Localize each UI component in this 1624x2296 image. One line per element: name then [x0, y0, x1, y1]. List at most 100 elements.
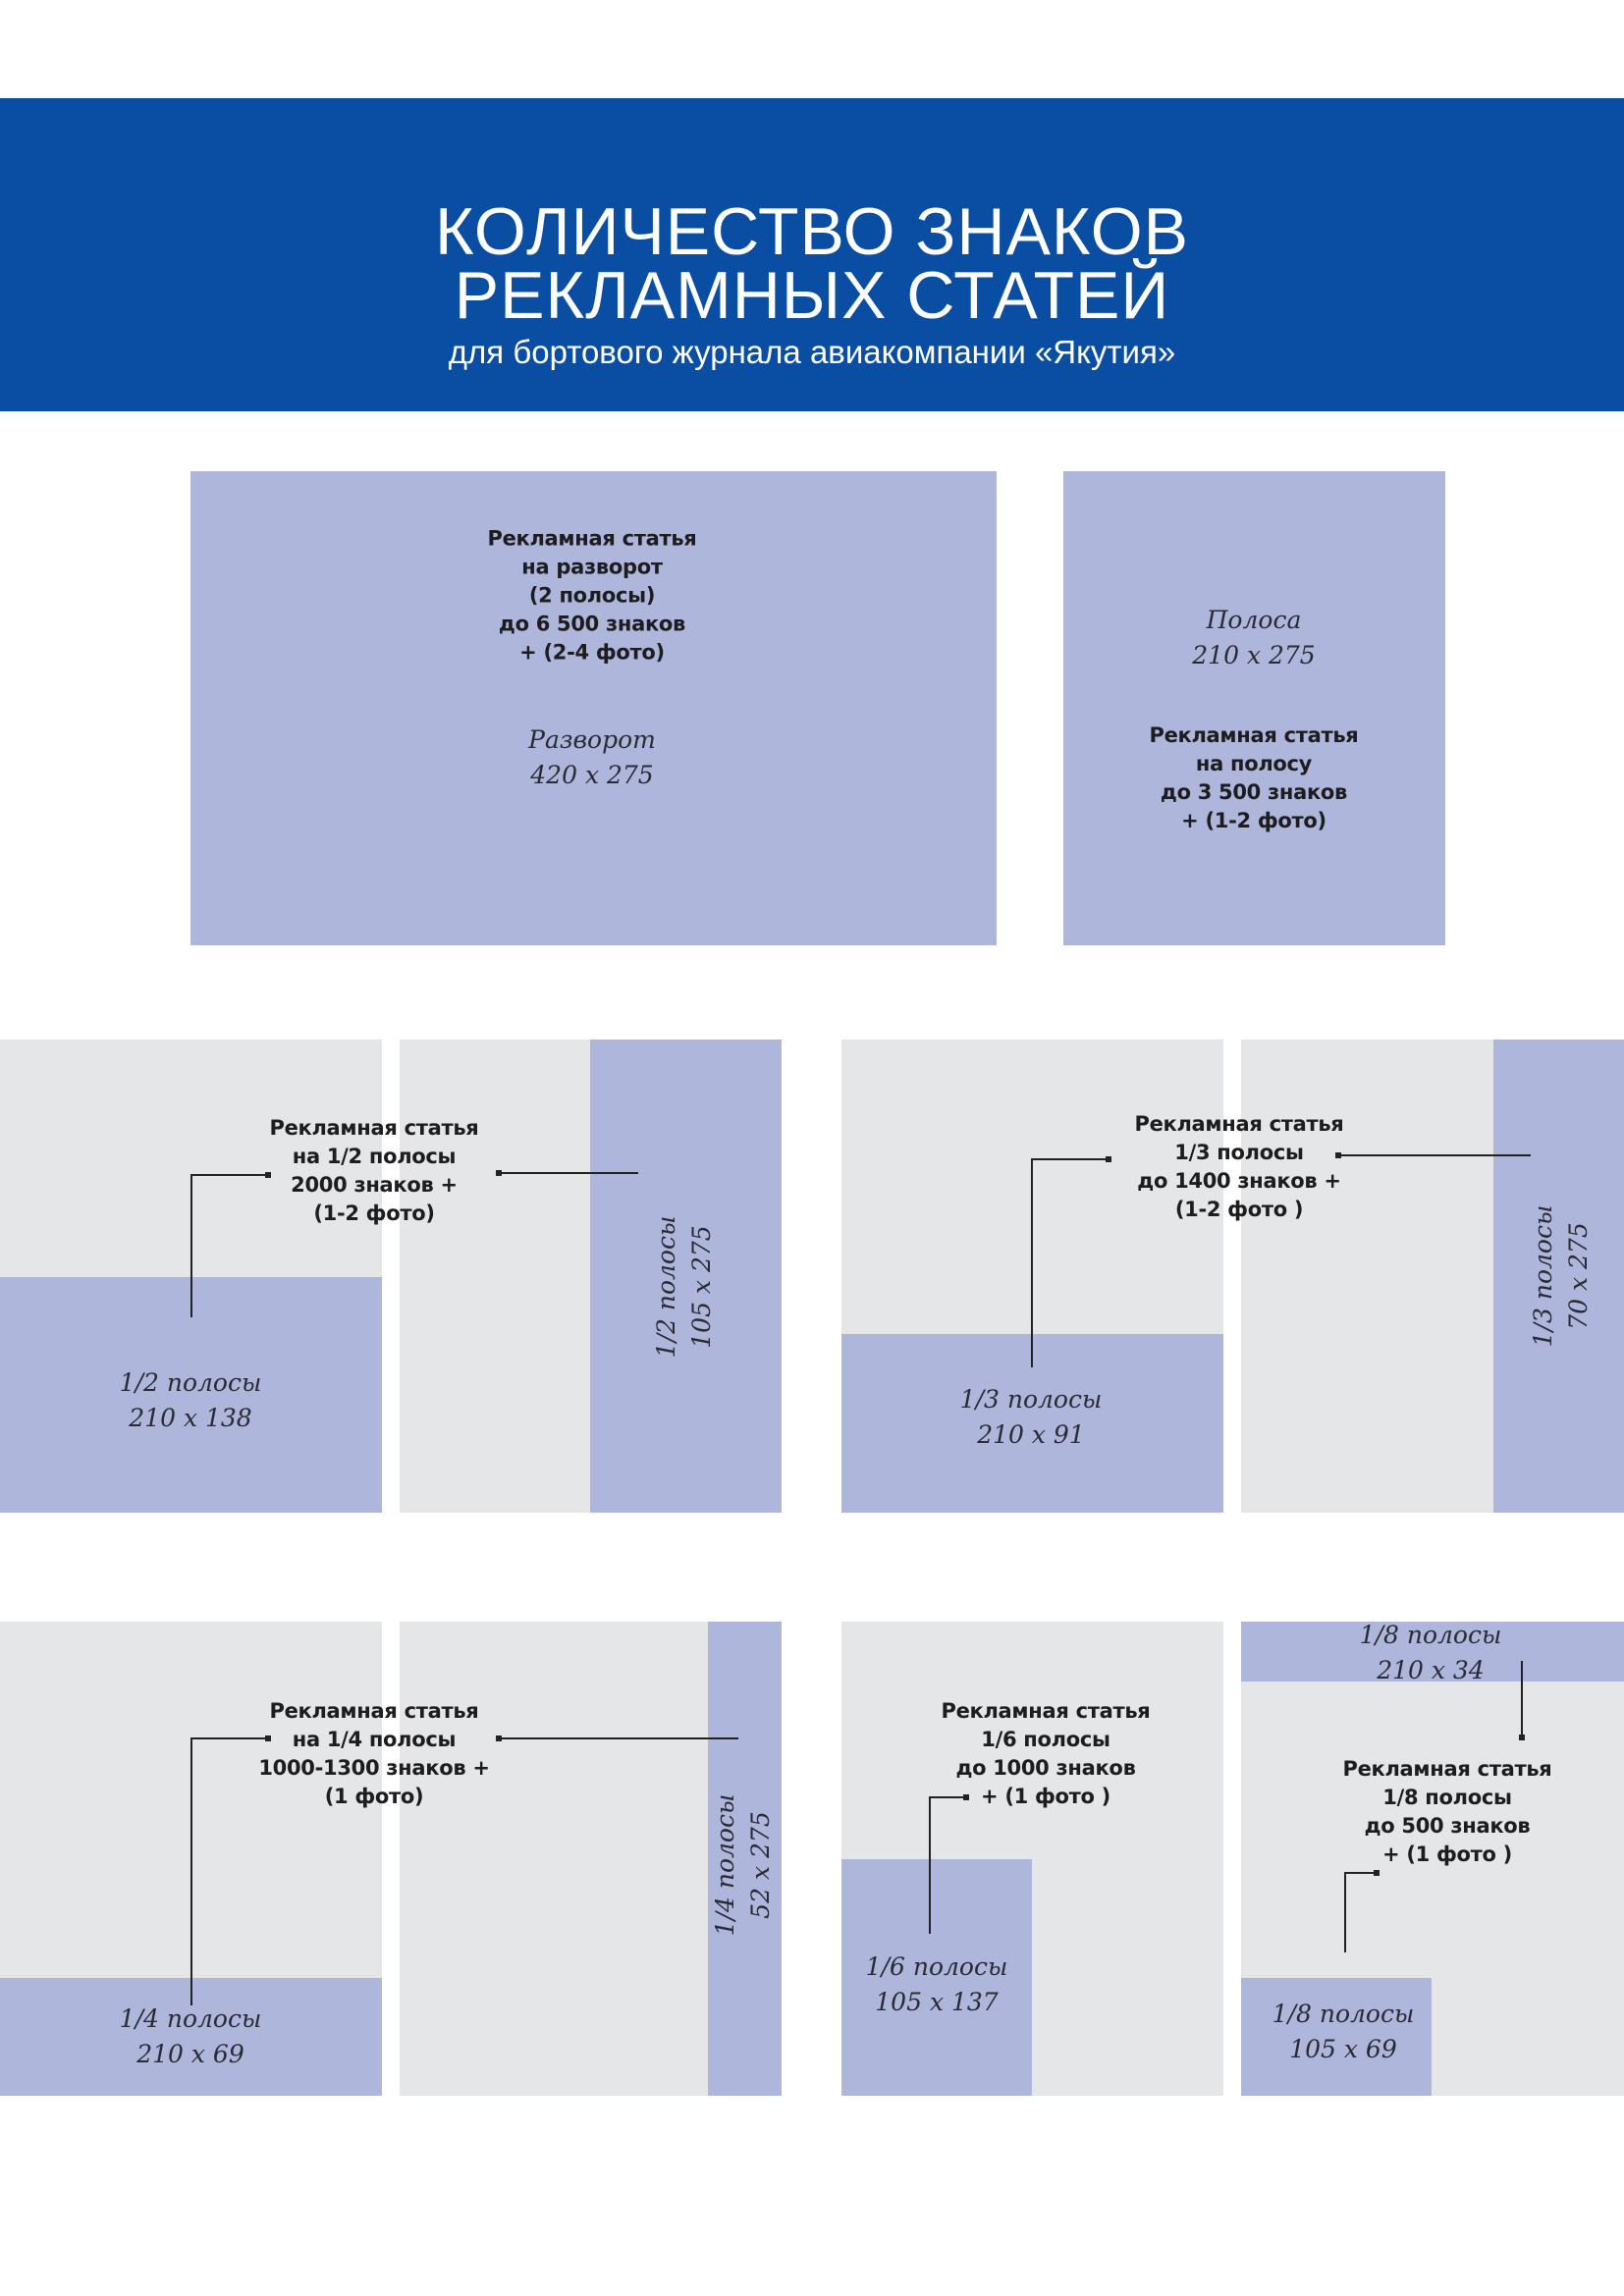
sixth-description: Рекламная статья 1/6 полосы до 1000 знак…	[941, 1697, 1150, 1811]
format-name: Полоса	[1206, 606, 1302, 634]
desc-line: на разворот	[521, 555, 663, 579]
format-name: 1/8 полосы	[1272, 2000, 1415, 2028]
desc-line: Рекламная статья	[941, 1699, 1151, 1723]
format-size: 105 x 69	[1289, 2035, 1397, 2063]
leader-line	[929, 1796, 966, 1798]
desc-line: Рекламная статья	[1134, 1112, 1344, 1136]
half-description: Рекламная статья на 1/2 полосы 2000 знак…	[269, 1114, 478, 1228]
desc-line: на 1/2 полосы	[292, 1145, 457, 1168]
format-name: 1/2 полосы	[652, 1215, 680, 1359]
format-size: 210 x 275	[1192, 641, 1316, 669]
eighth-block-ad	[1241, 1978, 1432, 2096]
format-size: 210 x 69	[136, 2040, 244, 2068]
leader-dot	[496, 1170, 502, 1176]
quarter-horizontal-label: 1/4 полосы 210 x 69	[120, 2002, 262, 2072]
sixth-ad	[841, 1859, 1032, 2096]
quarter-description: Рекламная статья на 1/4 полосы 1000-1300…	[258, 1697, 490, 1811]
leader-line	[498, 1737, 738, 1739]
quarter-vertical-label: 1/4 полосы 52 x 275	[708, 1794, 779, 1937]
leader-line	[1031, 1158, 1033, 1367]
desc-line: + (2-4 фото)	[519, 640, 665, 665]
leader-line	[190, 1174, 192, 1317]
format-size: 210 x 91	[977, 1420, 1085, 1449]
sixth-label: 1/6 полосы 105 x 137	[866, 1949, 1008, 2020]
desc-line: до 3 500 знаков	[1160, 780, 1348, 804]
leader-line	[1521, 1661, 1523, 1737]
desc-line: до 1000 знаков	[955, 1756, 1136, 1780]
desc-line: до 500 знаков	[1364, 1814, 1531, 1838]
leader-dot	[1374, 1870, 1380, 1876]
spread-layout	[190, 471, 997, 945]
format-name: 1/3 полосы	[959, 1385, 1103, 1414]
leader-dot	[265, 1172, 271, 1178]
desc-line: 1/3 полосы	[1174, 1141, 1304, 1164]
format-size: 210 x 34	[1377, 1656, 1485, 1684]
format-name: 1/6 полосы	[865, 1952, 1008, 1981]
format-size: 70 x 275	[1564, 1222, 1593, 1330]
desc-line: (1-2 фото)	[313, 1201, 435, 1225]
desc-line: 1/8 полосы	[1382, 1786, 1512, 1809]
spread-label: Разворот 420 x 275	[528, 722, 656, 793]
leader-dot	[265, 1735, 271, 1741]
desc-line: Рекламная статья	[487, 526, 697, 551]
half-horizontal-label: 1/2 полосы 210 x 138	[120, 1365, 262, 1436]
format-size: 210 x 138	[129, 1404, 252, 1432]
half-vertical-label: 1/2 полосы 105 x 275	[649, 1216, 720, 1359]
leader-line	[1031, 1158, 1109, 1160]
desc-line: + (1-2 фото)	[1181, 809, 1326, 832]
page-layout	[1063, 471, 1445, 945]
desc-line: на полосу	[1195, 752, 1313, 775]
leader-line	[1337, 1154, 1531, 1156]
leader-line	[1344, 1872, 1346, 1952]
leader-dot	[963, 1794, 969, 1800]
half-vertical-ad	[590, 1040, 782, 1513]
desc-line: (1 фото)	[324, 1785, 424, 1808]
third-vertical-label: 1/3 полосы 70 x 275	[1526, 1205, 1597, 1348]
third-horizontal-label: 1/3 полосы 210 x 91	[960, 1382, 1103, 1453]
desc-line: (1-2 фото )	[1174, 1198, 1304, 1221]
subtitle: для бортового журнала авиакомпании «Якут…	[448, 334, 1176, 370]
leader-line	[190, 1174, 268, 1176]
desc-line: на 1/4 полосы	[292, 1728, 457, 1751]
page-description: Рекламная статья на полосу до 3 500 знак…	[1149, 721, 1358, 835]
third-vertical-ad	[1493, 1040, 1624, 1513]
desc-line: Рекламная статья	[269, 1699, 479, 1723]
leader-dot	[1106, 1156, 1111, 1162]
desc-line: 1000-1300 знаков +	[258, 1756, 490, 1780]
leader-line	[190, 1737, 268, 1739]
eighth-description: Рекламная статья 1/8 полосы до 500 знако…	[1342, 1755, 1551, 1869]
format-name: 1/3 полосы	[1529, 1204, 1557, 1348]
format-name: Разворот	[528, 725, 656, 754]
eighth-strip-ad	[1241, 1622, 1624, 1682]
desc-line: до 6 500 знаков	[498, 612, 686, 636]
desc-line: Рекламная статья	[1342, 1757, 1552, 1781]
desc-line: 2000 знаков +	[291, 1173, 458, 1197]
desc-line: Рекламная статья	[1149, 723, 1359, 747]
format-name: 1/4 полосы	[711, 1793, 739, 1937]
desc-line: до 1400 знаков +	[1137, 1169, 1341, 1193]
leader-line	[190, 1737, 192, 2005]
eighth-block-label: 1/8 полосы 105 x 69	[1272, 1997, 1415, 2067]
leader-dot	[496, 1735, 502, 1741]
format-name: 1/2 полосы	[119, 1368, 262, 1397]
format-size: 52 x 275	[746, 1811, 775, 1919]
leader-line	[498, 1172, 638, 1174]
desc-line: + (1 фото )	[1382, 1842, 1512, 1866]
title-line-2: РЕКЛАМНЫХ СТАТЕЙ	[454, 258, 1170, 333]
header-banner: КОЛИЧЕСТВО ЗНАКОВ РЕКЛАМНЫХ СТАТЕЙ для б…	[0, 98, 1624, 411]
leader-line	[929, 1796, 931, 1934]
format-name: 1/4 полосы	[119, 2004, 262, 2033]
leader-dot	[1519, 1735, 1525, 1740]
format-size: 105 x 275	[687, 1225, 716, 1349]
eighth-strip-label: 1/8 полосы 210 x 34	[1360, 1618, 1502, 1688]
desc-line: (2 полосы)	[528, 583, 656, 608]
quarter-vertical-ad	[708, 1622, 782, 2096]
page-label: Полоса 210 x 275	[1192, 603, 1315, 673]
leader-dot	[1335, 1152, 1341, 1158]
format-size: 420 x 275	[530, 761, 654, 789]
format-name: 1/8 полосы	[1359, 1621, 1502, 1649]
desc-line: + (1 фото )	[981, 1785, 1110, 1808]
title-line-1: КОЛИЧЕСТВО ЗНАКОВ	[434, 194, 1190, 269]
third-description: Рекламная статья 1/3 полосы до 1400 знак…	[1134, 1110, 1343, 1224]
